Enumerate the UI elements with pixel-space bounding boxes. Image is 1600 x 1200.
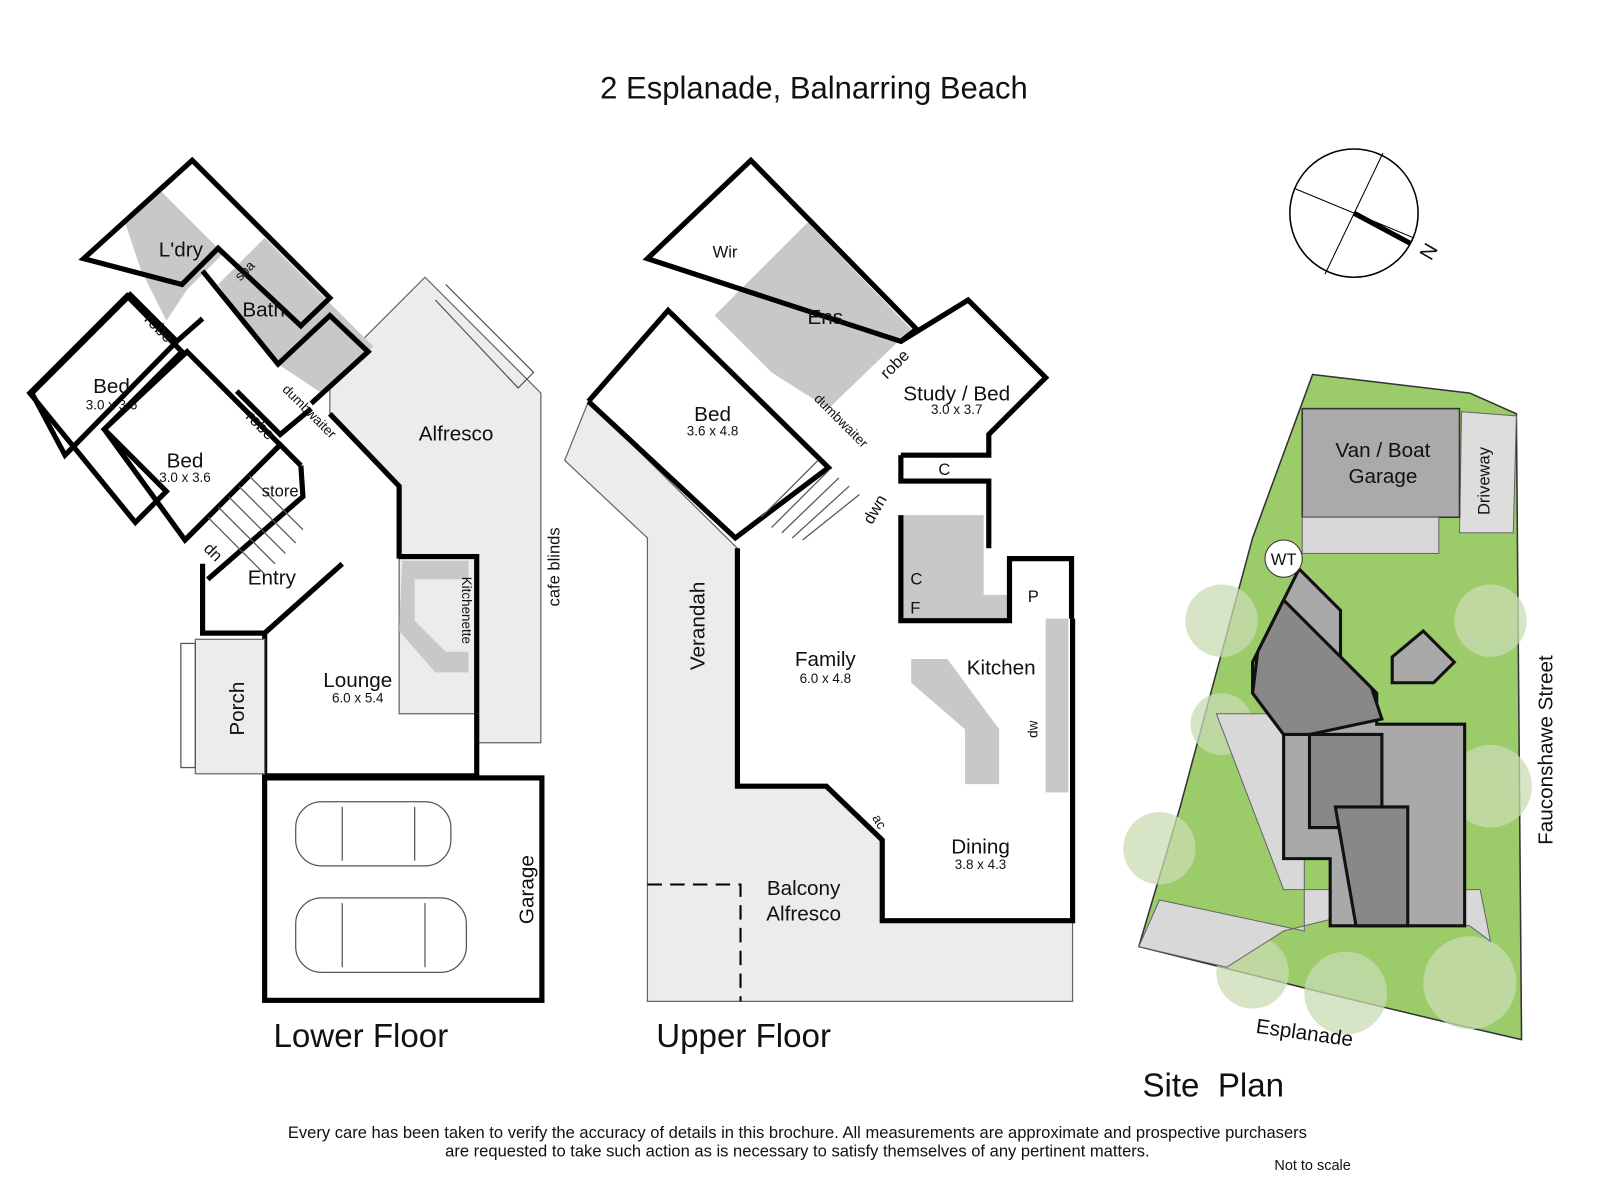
room-label-wir: Wir bbox=[713, 243, 738, 262]
ensuite-area bbox=[714, 222, 912, 409]
kitchenette-bench bbox=[399, 560, 469, 673]
street-label-fauconshawe: Fauconshawe Street bbox=[1535, 655, 1558, 845]
upper-floor-heading: Upper Floor bbox=[656, 1018, 831, 1055]
site-plan: N WT Van / Boat Garage Driveway Fauconsh… bbox=[1123, 148, 1558, 1105]
stairs-down-label: dwn bbox=[859, 491, 891, 527]
room-label-pantry: P bbox=[1028, 587, 1039, 606]
not-to-scale-note: Not to scale bbox=[1274, 1158, 1350, 1174]
compass-north-label: N bbox=[1415, 240, 1442, 264]
room-dimension: 6.0 x 5.4 bbox=[332, 690, 384, 705]
house-roof bbox=[1250, 566, 1467, 928]
disclaimer: Every care has been taken to verify the … bbox=[288, 1123, 1307, 1142]
room-label-lounge: Lounge bbox=[323, 669, 392, 692]
room-label-bed: Bed bbox=[93, 375, 130, 398]
room-dimension: 3.6 x 4.8 bbox=[687, 424, 739, 439]
van-boat-garage-label: Van / Boat bbox=[1335, 439, 1430, 462]
room-label-bath: Bath bbox=[242, 299, 285, 322]
laundry-area bbox=[125, 191, 224, 321]
room-label-verandah: Verandah bbox=[686, 582, 709, 671]
room-dimension: 3.0 x 3.7 bbox=[931, 402, 983, 417]
room-label-balcony-alfresco: Alfresco bbox=[766, 903, 841, 926]
lower-floor-plan: L'dry spa Bath robe robe Bed 3.0 x 3.6 B… bbox=[26, 156, 563, 1055]
room-label-alfresco: Alfresco bbox=[419, 423, 494, 446]
site-plan-heading: Site Plan bbox=[1142, 1068, 1284, 1105]
room-label-balcony: Balcony bbox=[767, 877, 841, 900]
room-label-kitchenette: Kitchenette bbox=[459, 577, 474, 644]
bath-area bbox=[218, 237, 374, 394]
room-label-bed: Bed bbox=[167, 450, 204, 473]
car-icon bbox=[295, 801, 468, 974]
kitchen-island bbox=[911, 658, 1000, 785]
air-conditioner-label: ac bbox=[869, 812, 889, 832]
room-dimension: 6.0 x 4.8 bbox=[800, 671, 852, 686]
room-dimension: 3.0 x 3.6 bbox=[159, 470, 211, 485]
van-boat-garage bbox=[1301, 407, 1461, 519]
room-label-entry: Entry bbox=[248, 566, 297, 589]
room-label-fridge: F bbox=[910, 598, 920, 617]
lower-floor-heading: Lower Floor bbox=[273, 1018, 448, 1055]
kitchen-bench bbox=[1045, 618, 1069, 793]
room-label-kitchen: Kitchen bbox=[967, 656, 1036, 679]
room-label-study-bed: Study / Bed bbox=[903, 382, 1010, 405]
room-label-dining: Dining bbox=[951, 835, 1010, 858]
compass-icon: N bbox=[1289, 148, 1443, 279]
room-dimension: 3.8 x 4.3 bbox=[955, 857, 1007, 872]
room-label-garage: Garage bbox=[516, 855, 539, 924]
powder-room-area bbox=[902, 515, 1010, 621]
driveway-label: Driveway bbox=[1474, 446, 1493, 515]
room-label-ensuite: Ens bbox=[808, 306, 844, 329]
upper-floor-plan: Wir Ens robe Study / Bed 3.0 x 3.7 Bed 3… bbox=[563, 156, 1076, 1055]
room-label-cupboard: C bbox=[938, 460, 950, 479]
stairs-up-label: up bbox=[198, 540, 224, 566]
porch-area bbox=[194, 638, 266, 775]
room-label-dumbwaiter: dumbwaiter bbox=[811, 391, 871, 451]
garage-walls bbox=[262, 775, 545, 1003]
room-label-family: Family bbox=[795, 648, 857, 671]
dishwasher-label: dw bbox=[1025, 720, 1040, 737]
room-label-cupboard: C bbox=[910, 569, 922, 588]
room-label-porch: Porch bbox=[226, 682, 249, 736]
room-label-bed: Bed bbox=[694, 403, 731, 426]
room-label-store: store bbox=[262, 482, 299, 501]
property-title: 2 Esplanade, Balnarring Beach bbox=[600, 70, 1028, 105]
water-tank-label: WT bbox=[1271, 550, 1297, 569]
room-label-laundry: L'dry bbox=[159, 239, 204, 262]
cafe-blinds-label: cafe blinds bbox=[544, 527, 563, 606]
water-tank bbox=[1264, 539, 1303, 578]
disclaimer: are requested to take such action as is … bbox=[445, 1142, 1150, 1161]
room-dimension: 3.0 x 3.6 bbox=[86, 398, 138, 413]
van-boat-garage-label: Garage bbox=[1348, 465, 1417, 488]
